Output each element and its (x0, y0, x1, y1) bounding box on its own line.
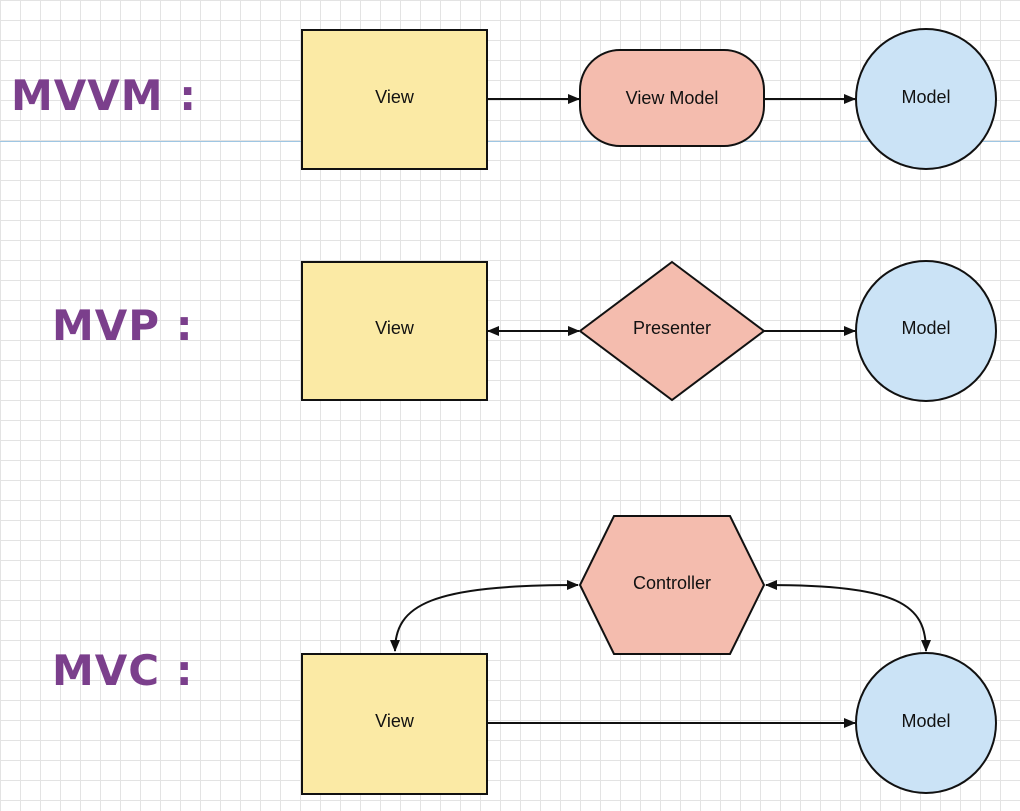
mvvm-heading: MVVM : (11, 71, 198, 120)
mvc-arrow-view-controller (390, 580, 579, 652)
guide-line (0, 141, 1020, 142)
mvvm-view-box (301, 29, 488, 170)
mvc-model-label: Model (901, 711, 950, 731)
mvc-group: View Controller Model (301, 515, 997, 795)
mvc-model-circle (855, 652, 997, 794)
mvc-heading: MVC : (52, 646, 194, 695)
mvp-presenter-diamond (578, 260, 766, 402)
mvvm-viewmodel-label: View Model (626, 88, 719, 108)
mvp-model-label: Model (901, 318, 950, 338)
mvc-controller-label: Controller (633, 573, 711, 593)
mvp-heading: MVP : (52, 301, 194, 350)
mvc-view-label: View (375, 711, 415, 731)
mvc-arrow-controller-model (765, 580, 931, 652)
mvp-view-box (301, 261, 488, 401)
mvp-view-label: View (375, 318, 415, 338)
mvvm-group: View View Model Model (301, 28, 997, 170)
mvp-group: View Presenter Model (301, 260, 997, 402)
mvvm-model-circle (855, 28, 997, 170)
mvp-model-circle (855, 260, 997, 402)
mvp-presenter-label: Presenter (633, 318, 711, 338)
mvc-view-box (301, 653, 488, 795)
mvvm-view-label: View (375, 87, 415, 107)
mvvm-model-label: Model (901, 87, 950, 107)
mvc-controller-hexagon (578, 515, 766, 655)
